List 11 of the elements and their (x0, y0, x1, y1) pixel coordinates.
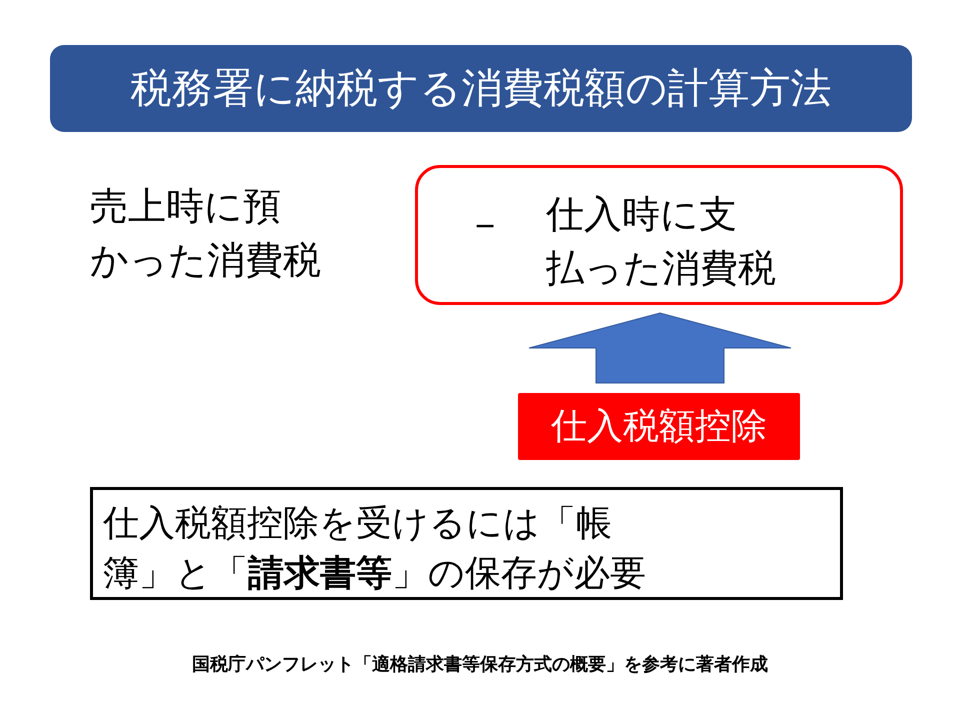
label-box (518, 393, 800, 460)
block-arrow (528, 312, 792, 384)
minus-sign: － (466, 201, 505, 248)
note-text: 仕入税額控除を受けるには「帳簿」と「請求書等」の保存が必要 (103, 502, 647, 596)
box-text: 仕入時に支払った消費税 (546, 191, 777, 292)
rounded-box (415, 165, 903, 305)
note-box (90, 487, 843, 600)
caption: 国税庁パンフレット「適格請求書等保存方式の概要」を参考に著者作成 (191, 653, 769, 676)
title-banner: 税務署に納税する消費税額の計算方法 (50, 45, 912, 132)
text-label: 売上時に預かった消費税 (90, 183, 322, 284)
box-text: 仕入税額控除 (551, 405, 767, 449)
